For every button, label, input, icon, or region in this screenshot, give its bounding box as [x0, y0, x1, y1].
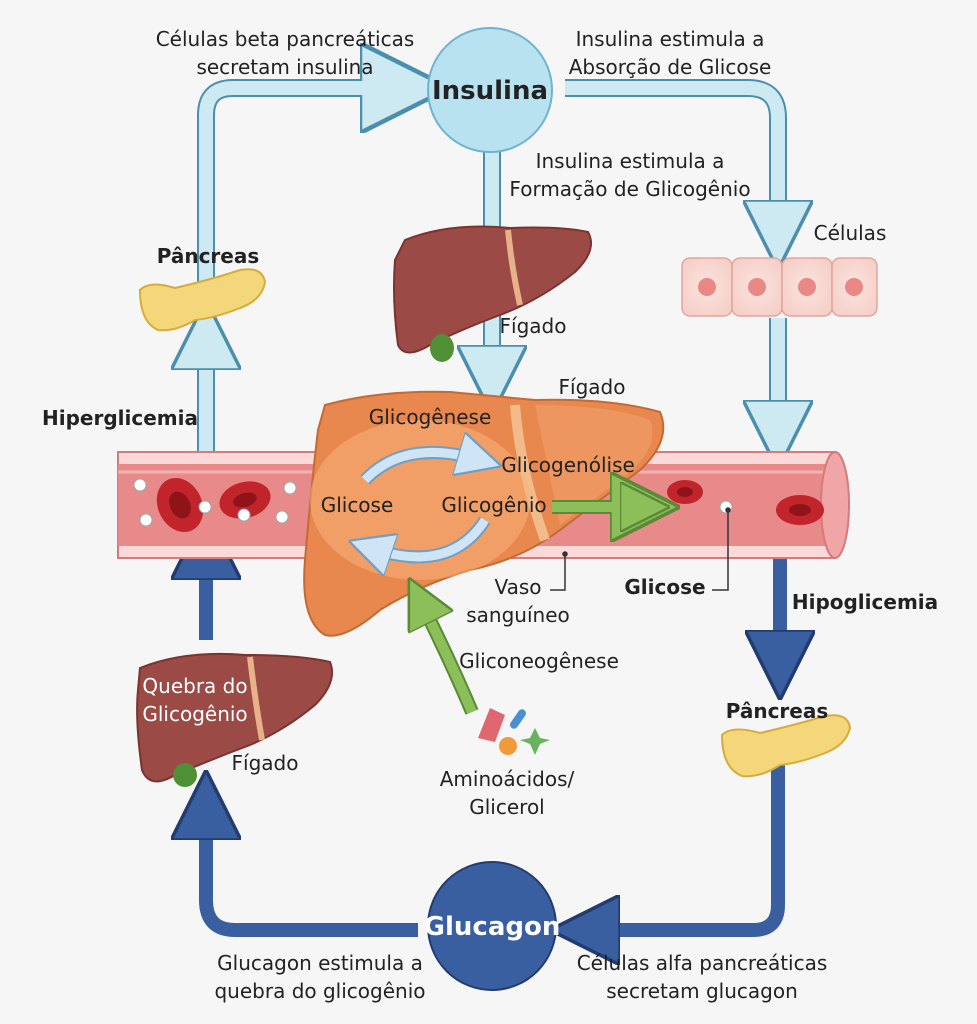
liver-top [393, 225, 592, 362]
hypoglycemia-label: Hipoglicemia [792, 590, 938, 614]
gluconeogenesis-label: Gliconeogênese [459, 649, 619, 673]
cells-label: Células [814, 221, 887, 245]
glycogenolysis-label: Glicogenólise [501, 453, 635, 477]
vessel-label-2: sanguíneo [466, 603, 570, 627]
amino-label-1: Aminoácidos/ [440, 767, 575, 791]
glucagon-label: Glucagon [424, 912, 561, 942]
glycogen-center-label: Glicogênio [441, 493, 546, 517]
glycogen-formation-text-1: Insulina estimula a [536, 149, 725, 173]
glucagon-breakdown-text-1: Glucagon estimula a [217, 951, 423, 975]
glucose-uptake-text-2: Absorção de Glicose [569, 55, 772, 79]
beta-cells-text-1: Células beta pancreáticas [156, 27, 415, 51]
glucagon-breakdown-text-2: quebra do glicogênio [214, 979, 425, 1003]
glucagon-hormone: Glucagon [424, 861, 561, 991]
liver-breakdown-label-1: Quebra do [142, 674, 247, 698]
liver-breakdown-label-2: Glicogênio [142, 702, 247, 726]
glucagon-arrows [206, 545, 780, 930]
insulin-label: Insulina [432, 76, 548, 106]
green-arrows [420, 507, 645, 715]
glucose-vessel-label: Glicose [624, 575, 705, 599]
liver-left [136, 652, 334, 787]
alpha-cells-text-1: Células alfa pancreáticas [577, 951, 828, 975]
glucose-molecules [133, 478, 733, 527]
insulin-hormone: Insulina [427, 27, 553, 153]
cells-row [681, 257, 878, 317]
liver-left-label: Fígado [232, 751, 299, 775]
glycogen-formation-text-2: Formação de Glicogênio [509, 177, 750, 201]
alpha-cells-text-2: secretam glucagon [606, 979, 798, 1003]
leader-lines [550, 507, 731, 591]
glycogenesis-cycle [365, 452, 485, 556]
vessel-label-1: Vaso [494, 575, 541, 599]
pancreas-right-label: Pâncreas [726, 699, 829, 723]
amino-acids-shapes [478, 708, 550, 755]
pancreas-right [720, 714, 852, 778]
pancreas-left [138, 268, 267, 332]
glucose-uptake-text-1: Insulina estimula a [576, 27, 765, 51]
liver-main-label: Fígado [559, 375, 626, 399]
glucose-center-label: Glicose [321, 493, 394, 517]
glycogenesis-label: Glicogênese [369, 405, 492, 429]
liver-top-label: Fígado [500, 314, 567, 338]
beta-cells-text-2: secretam insulina [196, 55, 373, 79]
hyperglycemia-label: Hiperglicemia [42, 406, 198, 430]
amino-label-2: Glicerol [469, 795, 545, 819]
pancreas-left-label: Pâncreas [157, 244, 260, 268]
